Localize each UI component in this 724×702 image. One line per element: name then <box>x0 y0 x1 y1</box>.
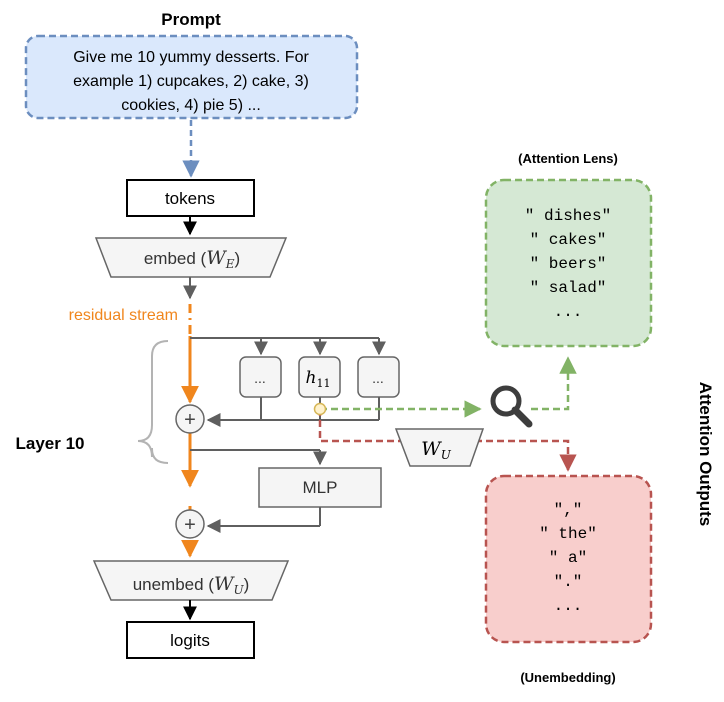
unembed-token-3: " a" <box>549 549 587 567</box>
add-node-mlp <box>175 509 205 539</box>
unembedding-title: (Unembedding) <box>520 670 615 685</box>
unembed-box <box>92 560 290 601</box>
unembedding-box <box>484 474 653 644</box>
embed-label: embed (WE) <box>144 247 240 271</box>
wu-label: WU <box>421 438 452 462</box>
lens-token-2: " cakes" <box>530 231 607 249</box>
prompt-title: Prompt <box>161 10 221 29</box>
attention-outputs-label: Attention Outputs <box>696 382 715 526</box>
lens-to-output-arrow <box>531 356 577 411</box>
mlp-label: MLP <box>303 478 338 497</box>
tokens-box <box>126 179 255 217</box>
tokens-label: tokens <box>165 189 215 208</box>
residual-stream-label: residual stream <box>69 307 178 324</box>
unembed-token-2: " the" <box>539 525 597 543</box>
embed-box <box>94 237 288 278</box>
prompt-line-1: Give me 10 yummy desserts. For <box>73 49 309 66</box>
prompt-line-3: cookies, 4) pie 5) ... <box>121 97 261 114</box>
add-node-attention <box>175 404 205 434</box>
prompt-box <box>24 34 359 120</box>
tap-point <box>313 402 327 416</box>
prompt-line-2: example 1) cupcakes, 2) cake, 3) <box>73 73 309 90</box>
mlp-box <box>258 467 382 508</box>
logits-label: logits <box>170 631 210 650</box>
unembed-token-4: "." <box>554 573 583 591</box>
add-node-mlp-sign: + <box>184 514 196 536</box>
curly-brace-icon <box>137 340 169 458</box>
curly-brace-lower <box>151 448 169 464</box>
layer-label: Layer 10 <box>16 434 85 453</box>
lens-token-5: ... <box>554 303 583 321</box>
unembed-token-5: ... <box>554 597 583 615</box>
unembed-label: unembed (WU) <box>133 573 250 597</box>
head-dots-left: ... <box>254 370 266 386</box>
head-dots-right: ... <box>372 370 384 386</box>
head-h11-label: h11 <box>306 368 331 390</box>
lens-token-4: " salad" <box>530 279 607 297</box>
magnifier-icon <box>490 385 533 428</box>
attention-lens-box <box>484 178 653 348</box>
lens-token-1: " dishes" <box>525 207 611 225</box>
wu-box <box>394 428 485 467</box>
unembed-token-1: "," <box>554 501 583 519</box>
logits-box <box>126 621 255 659</box>
add-node-attention-sign: + <box>184 409 196 431</box>
attention-lens-title: (Attention Lens) <box>518 151 618 166</box>
lens-token-3: " beers" <box>530 255 607 273</box>
